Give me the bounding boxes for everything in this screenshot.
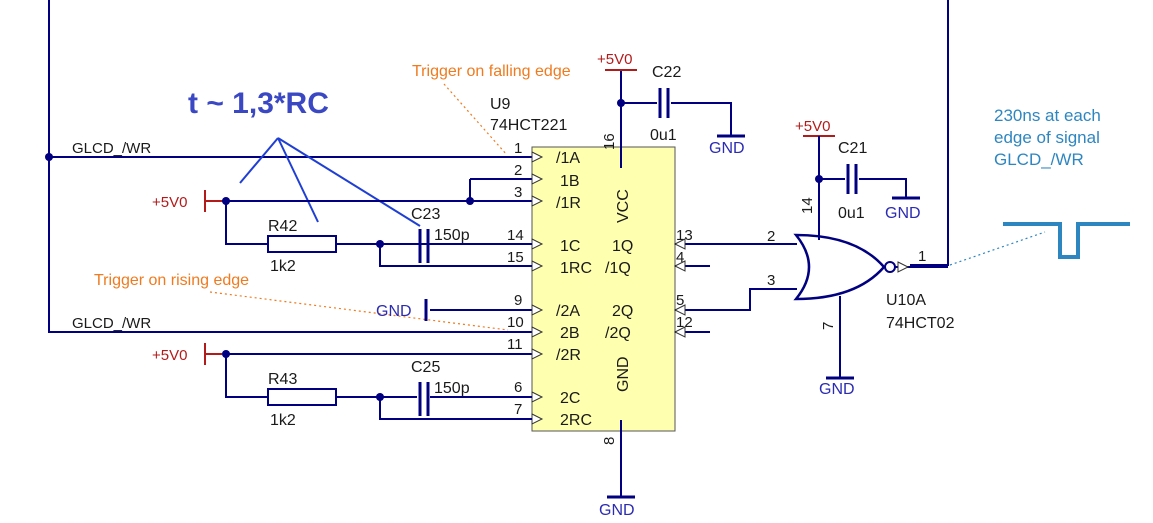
glcd-wr-loop-wire: [48, 0, 510, 333]
pin-label: /1A: [556, 150, 580, 167]
pulse-note-line1: 230ns at each: [994, 106, 1101, 125]
pin-label-gnd: GND: [615, 356, 632, 392]
net-label-vcc: +5V0: [597, 51, 632, 68]
rising-edge-note: Trigger on rising edge: [94, 272, 249, 289]
pin-number: 7: [514, 401, 522, 418]
annotation-leader: [209, 291, 509, 331]
pin-number: 16: [601, 133, 618, 150]
pin-number: 14: [799, 197, 816, 214]
pin-label: 1RC: [560, 260, 592, 277]
r42-resistor: [267, 235, 337, 253]
c23-capacitor: [418, 229, 430, 263]
c21-gnd-wire: [859, 178, 907, 198]
c23-value: 150p: [434, 227, 470, 244]
pin-label: 2Q: [612, 303, 633, 320]
pin-number: 15: [507, 249, 524, 266]
net-label-gnd: GND: [709, 140, 745, 157]
pin-number: 1: [918, 248, 926, 265]
net-label-gnd: GND: [819, 381, 855, 398]
c23-ref: C23: [411, 206, 440, 223]
u10-part: 74HCT02: [886, 315, 955, 332]
pin-label: 2C: [560, 390, 580, 407]
falling-edge-note: Trigger on falling edge: [412, 63, 571, 80]
c25-capacitor: [418, 382, 430, 416]
net-label-gnd: GND: [376, 303, 412, 320]
r42-wire: [225, 201, 268, 245]
c23-rc-wire: [379, 244, 532, 267]
net-label-glcd-wr-top: GLCD_/WR: [72, 140, 151, 157]
pin-number: 4: [676, 249, 684, 266]
u9-right-pins: 1Q /1Q 2Q /2Q 13 4 5 12: [605, 227, 797, 342]
pin-label: /2A: [556, 303, 580, 320]
pin-number: 12: [676, 314, 693, 331]
pin-number: 6: [514, 379, 522, 396]
pin-number: 7: [820, 322, 837, 330]
c21-capacitor: [846, 164, 858, 194]
r43-wire: [225, 354, 268, 398]
c25-ref: C25: [411, 359, 440, 376]
pin-label: 2B: [560, 325, 580, 342]
c21-value: 0u1: [838, 205, 865, 222]
annotation-arrow: [239, 137, 279, 184]
pin-label: 2RC: [560, 412, 592, 429]
pin-number: 10: [507, 314, 524, 331]
pin-number: 13: [676, 227, 693, 244]
pin-label-vcc: VCC: [615, 189, 632, 223]
annotation-arrow: [277, 137, 421, 227]
r42-ref: R42: [268, 218, 297, 235]
pulse-note-line2: edge of signal: [994, 128, 1100, 147]
r43-value: 1k2: [270, 412, 296, 429]
pin-label: 1B: [560, 173, 580, 190]
net-label-vcc: +5V0: [795, 118, 830, 135]
c22-value: 0u1: [650, 127, 677, 144]
formula-annotation: t ~ 1,3*RC: [188, 87, 329, 120]
c25-rc-wire: [379, 397, 532, 420]
net-label-vcc: +5V0: [152, 347, 187, 364]
c22-ref: C22: [652, 64, 681, 81]
net-label-gnd: GND: [599, 502, 635, 519]
pulse-waveform-icon: [1003, 222, 1130, 259]
annotation-leader: [949, 231, 1046, 266]
junction-dot: [45, 153, 53, 161]
u9-ref: U9: [490, 96, 511, 113]
annotation-leader: [443, 83, 508, 156]
r42-value: 1k2: [270, 258, 296, 275]
pin-number: 2: [767, 228, 775, 245]
pin-number: 11: [507, 336, 523, 353]
r43-resistor: [267, 388, 337, 406]
pin-label: 1C: [560, 238, 580, 255]
c22-capacitor: [658, 88, 670, 118]
u9-part: 74HCT221: [490, 117, 567, 134]
pin-label: 1Q: [612, 238, 633, 255]
pin-label: /2R: [556, 347, 581, 364]
r43-ref: R43: [268, 371, 297, 388]
pulse-note-line3: GLCD_/WR: [994, 150, 1084, 169]
u9-ic-body: [531, 146, 676, 432]
annotation-arrow: [277, 137, 319, 223]
pin-number: 5: [676, 292, 684, 309]
pin-number: 2: [514, 162, 522, 179]
c25-value: 150p: [434, 380, 470, 397]
pin-label: /1Q: [605, 260, 631, 277]
nor-output-loop-wire: [910, 0, 949, 266]
pin-number: 8: [601, 437, 618, 445]
net-label-gnd: GND: [885, 205, 921, 222]
nor-gate-symbol: [793, 233, 896, 301]
pin-number: 3: [767, 272, 775, 289]
pin-number: 3: [514, 184, 522, 201]
u10-ref: U10A: [886, 292, 926, 309]
net-label-glcd-wr-bottom: GLCD_/WR: [72, 315, 151, 332]
net-label-vcc: +5V0: [152, 194, 187, 211]
pin-label: /2Q: [605, 325, 631, 342]
c22-gnd-wire: [671, 102, 732, 136]
pin-number: 1: [514, 140, 522, 157]
output-pin-marker: [897, 261, 910, 273]
pin-number: 9: [514, 292, 522, 309]
pin-label: /1R: [556, 195, 581, 212]
pin-number: 14: [507, 227, 524, 244]
c21-ref: C21: [838, 140, 867, 157]
